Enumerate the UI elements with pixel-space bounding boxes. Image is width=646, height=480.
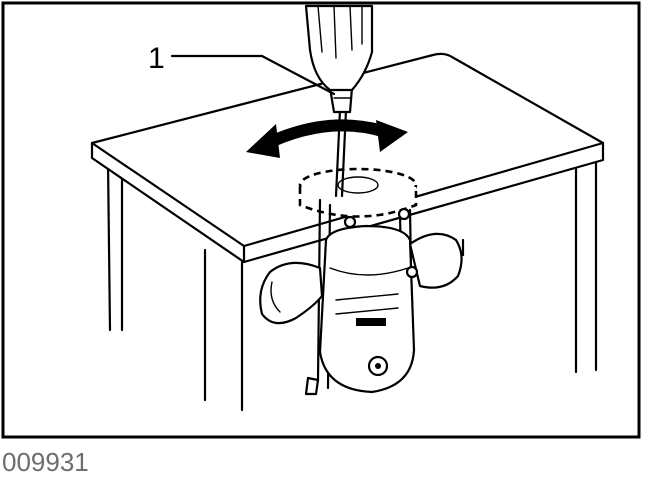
figure-code: 009931: [2, 447, 89, 477]
screwdriver-icon: [328, 86, 354, 198]
rotation-arrow-icon: [246, 119, 408, 158]
router-tool: [259, 167, 463, 396]
brand-label: [356, 318, 386, 326]
callout-number: 1: [148, 42, 165, 75]
hand: [304, 4, 374, 92]
callout-leader-diagonal: [260, 54, 336, 96]
router-table: [90, 52, 605, 412]
